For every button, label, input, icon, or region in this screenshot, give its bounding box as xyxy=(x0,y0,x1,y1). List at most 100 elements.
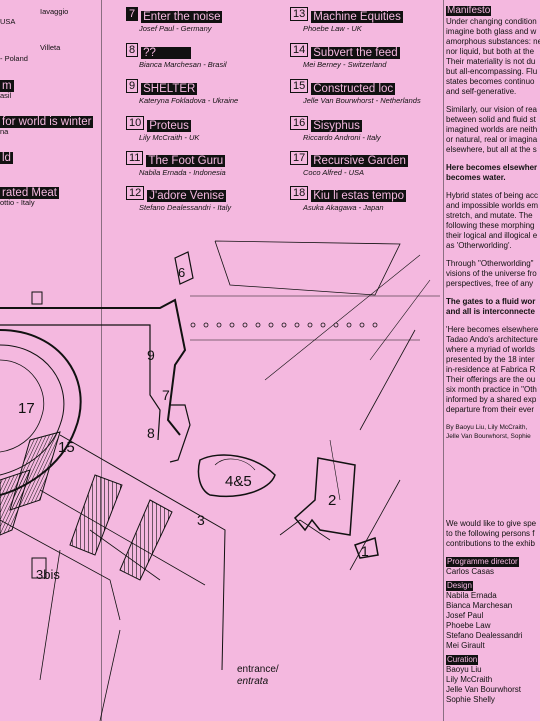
project-author: Stefano Dealessandri - Italy xyxy=(139,203,232,212)
manifesto-paragraph: Through "Otherworlding"visions of the un… xyxy=(446,259,537,288)
project-title: Recursive Garden xyxy=(311,155,408,167)
project-title: Proteus xyxy=(147,120,191,132)
project-number: 17 xyxy=(290,151,309,165)
fold-line xyxy=(101,0,102,721)
project-title: Machine Equities xyxy=(311,11,403,23)
design-name: Bianca Marchesan xyxy=(446,601,513,610)
map-label: 15 xyxy=(58,439,75,456)
project-number: 7 xyxy=(126,7,139,21)
project-number: 9 xyxy=(126,79,139,93)
project-title: Sisyphus xyxy=(311,120,362,132)
left-title-fragment: ld xyxy=(0,152,13,164)
left-title-fragment: rated Meat xyxy=(0,187,59,199)
project-title: Kiu li estas tempo xyxy=(311,190,407,202)
project-title: ?? xyxy=(141,47,192,59)
project-number: 14 xyxy=(290,43,309,57)
project-entry: 8?? Bianca Marchesan - Brasil xyxy=(126,43,286,69)
map-label: 8 xyxy=(147,425,155,441)
curation-name: Lily McCraith xyxy=(446,675,493,684)
site-map: 6 9 7 8 17 15 4&5 3 2 1 3bis entrance/ e… xyxy=(0,240,440,721)
project-author: Coco Alfred - USA xyxy=(303,168,364,177)
design-name: Mei Girault xyxy=(446,641,485,650)
curation-name: Baoyu Liu xyxy=(446,665,482,674)
project-author: Kateryna Fokladova - Ukraine xyxy=(139,96,239,105)
left-fragment: asil xyxy=(0,91,12,100)
project-number: 13 xyxy=(290,7,309,21)
project-author: Bianca Marchesan - Brasil xyxy=(139,60,227,69)
map-label: 3bis xyxy=(36,567,60,582)
project-author: Nabila Ernada - Indonesia xyxy=(139,168,226,177)
left-fragment: Villeta xyxy=(40,43,61,52)
map-label: 4&5 xyxy=(225,473,252,490)
director-name: Carlos Casas xyxy=(446,567,495,576)
project-title: Constructed loc xyxy=(311,83,396,95)
map-label: 1 xyxy=(361,543,369,559)
left-title-fragment: for world is winter xyxy=(0,116,94,128)
manifesto-credits: By Baoyu Liu, Lily McCraith,Jelle Van Bo… xyxy=(446,424,531,440)
entrance-label-it: entrata xyxy=(237,676,269,687)
curation-name: Jelle Van Bourwhorst xyxy=(446,685,521,694)
design-name: Josef Paul xyxy=(446,611,484,620)
design-name: Stefano Dealessandri xyxy=(446,631,523,640)
design-name: Nabila Ernada xyxy=(446,591,497,600)
curation-section: Curation Baoyu Liu Lily McCraith Jelle V… xyxy=(446,655,540,705)
map-label: 2 xyxy=(328,492,336,509)
map-label: 6 xyxy=(178,265,185,280)
project-number: 15 xyxy=(290,79,309,93)
project-number: 11 xyxy=(126,151,144,165)
project-title: The Foot Guru xyxy=(146,155,226,167)
project-title: J'adore Venise xyxy=(147,190,227,202)
project-number: 12 xyxy=(126,186,145,200)
left-title-fragment: m xyxy=(0,80,14,92)
curation-tag: Curation xyxy=(446,655,479,665)
project-author: Mei Berney - Switzerland xyxy=(303,60,387,69)
left-fragment: na xyxy=(0,127,9,136)
left-fragment: USA xyxy=(0,17,16,26)
project-author: Jelle Van Bourwhorst - Netherlands xyxy=(303,96,421,105)
project-author: Asuka Akagawa - Japan xyxy=(303,203,384,212)
director-tag: Programme director xyxy=(446,557,519,567)
map-label: 3 xyxy=(197,512,205,528)
project-number: 18 xyxy=(290,186,309,200)
project-author: Lily McCraith - UK xyxy=(139,133,200,142)
design-section: Design Nabila Ernada Bianca Marchesan Jo… xyxy=(446,581,540,651)
director-section: Programme director Carlos Casas xyxy=(446,557,540,577)
curation-name: Sophie Shelly xyxy=(446,695,495,704)
map-label: 9 xyxy=(147,347,155,363)
left-fragment: - Poland xyxy=(0,54,28,63)
left-fragment: Iavaggio xyxy=(40,7,69,16)
project-author: Josef Paul - Germany xyxy=(139,24,212,33)
entrance-label: entrance/ xyxy=(237,664,279,675)
project-number: 16 xyxy=(290,116,309,130)
project-number: 10 xyxy=(126,116,145,130)
design-tag: Design xyxy=(446,581,473,591)
manifesto-heading: Manifesto xyxy=(446,5,492,16)
project-title: Subvert the feed xyxy=(311,47,400,59)
project-author: Riccardo Androni - Italy xyxy=(303,133,381,142)
left-fragment: ottio - Italy xyxy=(0,198,35,207)
project-author: Phoebe Law - UK xyxy=(303,24,362,33)
map-label: 17 xyxy=(18,400,35,417)
project-number: 8 xyxy=(126,43,139,57)
design-name: Phoebe Law xyxy=(446,621,491,630)
map-label: 7 xyxy=(162,387,170,403)
